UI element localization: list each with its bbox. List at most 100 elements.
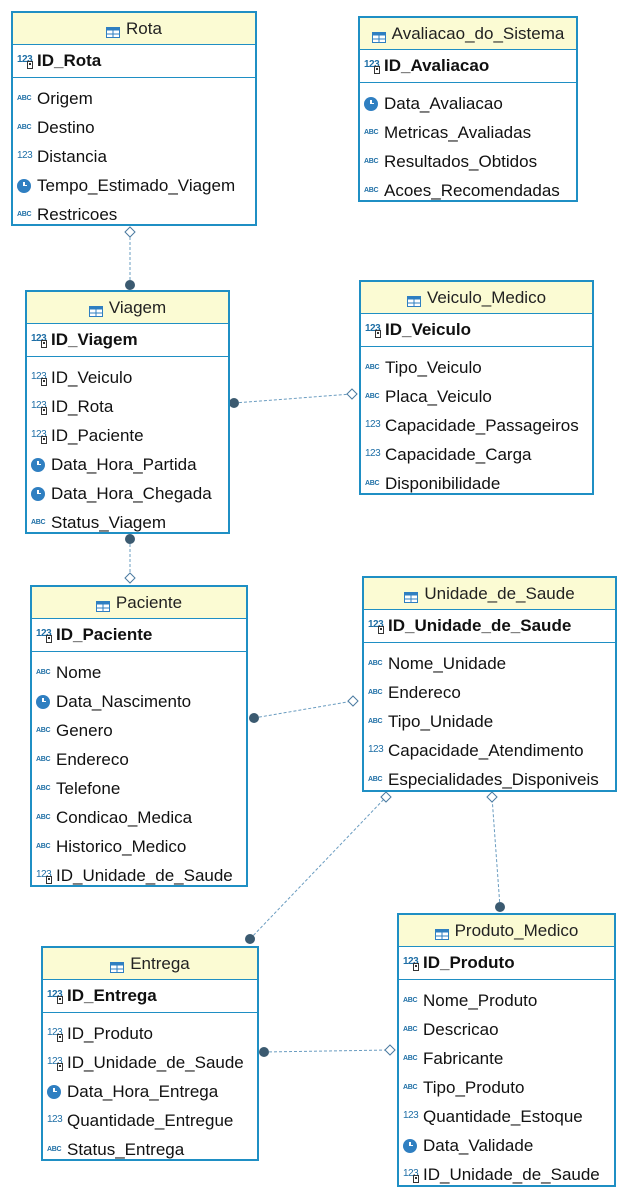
attribute-row[interactable]: ABC Disponibilidade bbox=[361, 469, 592, 498]
clock-icon bbox=[31, 457, 45, 472]
primary-key-icon: 123 bbox=[31, 332, 47, 348]
attribute-name: Tipo_Unidade bbox=[388, 711, 494, 731]
attribute-name: Disponibilidade bbox=[385, 473, 501, 493]
foreign-key-icon: 123 bbox=[47, 1055, 63, 1071]
entity-header: Paciente bbox=[32, 587, 246, 619]
attribute-name: Nome_Unidade bbox=[388, 653, 507, 673]
text-type-icon: ABC bbox=[403, 1054, 418, 1062]
attribute-name: Especialidades_Disponiveis bbox=[388, 769, 599, 789]
number-type-icon: 123 bbox=[365, 418, 381, 430]
attribute-name: Historico_Medico bbox=[56, 836, 187, 856]
attribute-row[interactable]: Data_Avaliacao bbox=[360, 89, 576, 118]
attribute-name: ID_Produto bbox=[67, 1023, 153, 1043]
attribute-row[interactable]: ABC Fabricante bbox=[399, 1044, 614, 1073]
primary-key-icon: 123 bbox=[17, 53, 33, 69]
clock-icon bbox=[36, 694, 50, 709]
text-type-icon: ABC bbox=[36, 755, 51, 763]
attribute-row[interactable]: Data_Hora_Chegada bbox=[27, 479, 228, 508]
primary-key-name: ID_Viagem bbox=[51, 330, 138, 349]
attribute-row[interactable]: Tempo_Estimado_Viagem bbox=[13, 171, 255, 200]
attribute-name: Fabricante bbox=[423, 1048, 504, 1068]
entity-title: Paciente bbox=[115, 592, 183, 612]
text-type-icon: ABC bbox=[365, 479, 380, 487]
primary-key-icon: 123 bbox=[364, 58, 380, 74]
attribute-name: Nome bbox=[56, 662, 102, 682]
attribute-name: Origem bbox=[37, 88, 93, 108]
attribute-name: Data_Avaliacao bbox=[384, 93, 503, 113]
text-type-icon: ABC bbox=[364, 157, 379, 165]
text-type-icon: ABC bbox=[368, 688, 383, 696]
entity-header: Rota bbox=[13, 13, 255, 45]
text-type-icon: ABC bbox=[364, 186, 379, 194]
relationship-entrega-unidade bbox=[245, 791, 392, 944]
foreign-key-icon: 123 bbox=[31, 370, 47, 386]
entity-header: Unidade_de_Saude bbox=[364, 578, 615, 610]
attribute-row[interactable]: Data_Validade bbox=[399, 1131, 614, 1160]
relationship-produto-unidade bbox=[486, 791, 505, 912]
number-type-icon: 123 bbox=[368, 743, 384, 755]
attribute-row[interactable]: Data_Hora_Entrega bbox=[43, 1077, 257, 1106]
many-end-dot bbox=[259, 1047, 269, 1057]
text-type-icon: ABC bbox=[36, 813, 51, 821]
primary-key-icon: 123 bbox=[368, 618, 384, 634]
attribute-row[interactable]: Data_Nascimento bbox=[32, 687, 246, 716]
attribute-row[interactable]: Data_Hora_Partida bbox=[27, 450, 228, 479]
primary-key-icon: 123 bbox=[365, 322, 381, 338]
clock-icon bbox=[364, 96, 378, 111]
